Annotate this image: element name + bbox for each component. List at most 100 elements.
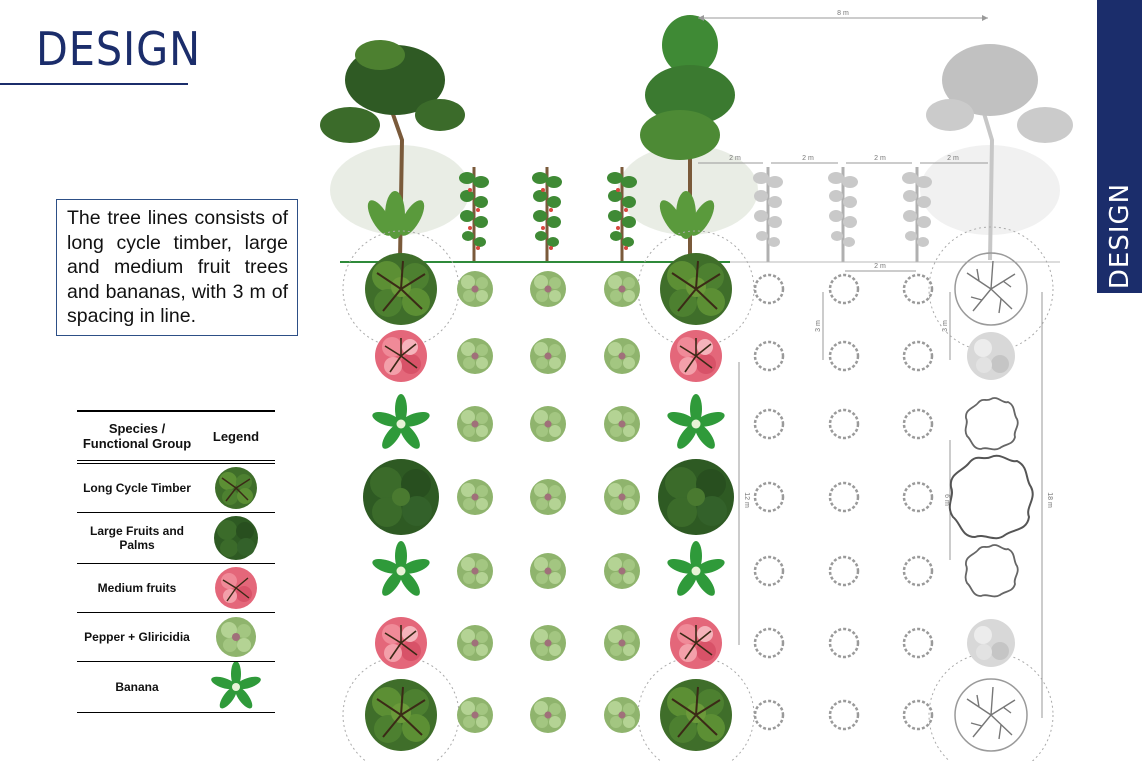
medium-fruit-canopy-icon <box>669 329 723 383</box>
pepper-gliricidia-icon <box>530 479 566 515</box>
medium-fruit-canopy-icon <box>374 616 428 670</box>
planting-ring-icon <box>828 408 860 440</box>
banana-outline-icon <box>964 397 1019 451</box>
dimension-top-span-label: 8 m <box>837 10 849 17</box>
pepper-gliricidia-icon <box>604 271 640 307</box>
planting-ring-icon <box>828 481 860 513</box>
legend-row: Medium fruits <box>77 563 275 613</box>
planting-ring-icon <box>902 481 934 513</box>
large-fruit-canopy-icon <box>363 459 439 535</box>
dimension-plan-label: 2 m <box>874 263 886 270</box>
planting-ring-icon <box>902 699 934 731</box>
pepper-gliricidia-icon <box>457 625 493 661</box>
legend-row: Large Fruits and Palms <box>77 512 275 564</box>
legend-label: Pepper + Gliricidia <box>77 612 197 662</box>
planting-ring-icon <box>828 627 860 659</box>
dimension-vertical-label: 12 m <box>743 492 750 508</box>
dimension-in-line-label: 2 m <box>947 155 959 162</box>
tall-tree-middle <box>618 15 758 260</box>
pepper-elevation-proposed <box>902 167 932 262</box>
medium-fruit-proposed-icon <box>967 332 1015 380</box>
pepper-gliricidia-icon <box>457 406 493 442</box>
pepper-gliricidia-icon <box>604 625 640 661</box>
planting-ring-icon <box>902 408 934 440</box>
pepper-gliricidia-icon <box>457 271 493 307</box>
planting-ring-icon <box>828 340 860 372</box>
planting-ring-icon <box>828 699 860 731</box>
pepper-gliricidia-icon <box>530 406 566 442</box>
legend-label: Medium fruits <box>77 563 197 613</box>
legend-table: Species / Functional Group Legend Long C… <box>77 410 275 713</box>
banana-icon <box>370 541 432 599</box>
planting-ring-icon <box>902 627 934 659</box>
pepper-gliricidia-icon <box>604 406 640 442</box>
legend-label: Large Fruits and Palms <box>77 512 197 564</box>
pepper-gliricidia-icon <box>604 479 640 515</box>
planting-ring-icon <box>753 555 785 587</box>
pepper-gliricidia-icon <box>457 479 493 515</box>
dimension-in-line-label: 2 m <box>802 155 814 162</box>
pepper-elevation <box>459 167 489 262</box>
pepper-gliricidia-icon <box>457 697 493 733</box>
planting-ring-icon <box>828 273 860 305</box>
banana-icon <box>665 394 727 452</box>
pepper-gliricidia-icon <box>604 338 640 374</box>
legend-label: Long Cycle Timber <box>77 462 197 513</box>
planting-ring-icon <box>753 273 785 305</box>
pepper-gliricidia-icon <box>530 553 566 589</box>
large-fruit-canopy-icon <box>658 459 734 535</box>
timber-outline-icon <box>954 678 1028 752</box>
dimension-vertical-label: 3 m <box>942 320 949 332</box>
timber-canopy-icon <box>364 678 438 752</box>
pepper-gliricidia-icon <box>530 271 566 307</box>
medium-fruit-canopy-icon <box>374 329 428 383</box>
legend-row: Pepper + Gliricidia <box>77 612 275 662</box>
timber-canopy-icon <box>215 467 257 509</box>
planting-ring-icon <box>902 340 934 372</box>
pepper-elevation <box>532 167 562 262</box>
legend-row: Long Cycle Timber <box>77 462 275 513</box>
pepper-gliricidia-icon <box>530 625 566 661</box>
timber-canopy-icon <box>659 678 733 752</box>
pepper-elevation-proposed <box>828 167 858 262</box>
banana-outline-icon <box>964 544 1019 598</box>
medium-fruit-canopy-icon <box>669 616 723 670</box>
pepper-gliricidia-icon <box>530 697 566 733</box>
planting-diagram: 8 m 2 m 2 m 2 m 2 m 2 m 3 m 3 m 12 m 6 m… <box>320 10 1073 761</box>
dimension-in-line-label: 2 m <box>874 155 886 162</box>
side-band-label: DESIGN <box>1104 182 1135 290</box>
title-underline <box>0 83 188 85</box>
banana-icon <box>370 394 432 452</box>
large-fruit-canopy-icon <box>214 516 258 560</box>
planting-ring-icon <box>828 555 860 587</box>
pepper-gliricidia-icon <box>604 553 640 589</box>
description-box: The tree lines consists of long cycle ti… <box>56 199 298 336</box>
planting-ring-icon <box>753 699 785 731</box>
pepper-gliricidia-icon <box>604 697 640 733</box>
pepper-gliricidia-icon <box>457 553 493 589</box>
pepper-gliricidia-icon <box>216 617 256 657</box>
planting-ring-icon <box>902 555 934 587</box>
tall-tree-left <box>320 40 470 261</box>
legend-header-species: Species / Functional Group <box>77 410 197 464</box>
side-band: DESIGN <box>1097 0 1142 293</box>
dimension-vertical-label: 18 m <box>1046 492 1053 508</box>
dimension-top-span: 8 m <box>698 10 988 21</box>
banana-icon <box>665 541 727 599</box>
dimension-vertical-label: 6 m <box>943 494 950 506</box>
tall-tree-right-proposed <box>920 44 1073 261</box>
legend-row: Banana <box>77 661 275 713</box>
planting-ring-icon <box>753 408 785 440</box>
pepper-gliricidia-icon <box>457 338 493 374</box>
pepper-gliricidia-icon <box>530 338 566 374</box>
dimension-in-line-label: 2 m <box>729 155 741 162</box>
medium-fruit-proposed-icon <box>967 619 1015 667</box>
dimension-vertical-label: 3 m <box>815 320 822 332</box>
legend-header-legend: Legend <box>197 410 275 464</box>
timber-canopy-icon <box>659 252 733 326</box>
page-title: DESIGN <box>36 22 201 76</box>
planting-ring-icon <box>753 481 785 513</box>
timber-outline-icon <box>954 252 1028 326</box>
medium-fruit-canopy-icon <box>215 567 257 609</box>
pepper-elevation-proposed <box>753 167 783 262</box>
